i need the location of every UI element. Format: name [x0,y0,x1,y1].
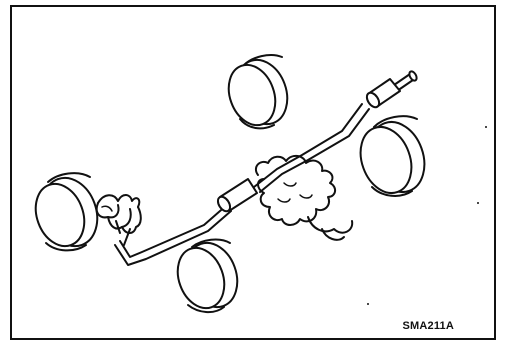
tailpipe-icon [393,70,418,92]
exhaust-manifold-icon [95,194,142,246]
wheel-icon [34,172,99,252]
smoke-icon [254,155,354,241]
wheel-icon [359,115,426,197]
muffler-icon [365,78,401,109]
muffler-icon [216,178,258,213]
wheel-icon [176,238,239,313]
diagram-frame: SMA211A [10,5,496,340]
exhaust-pipe-icon [114,103,370,266]
scan-speck [367,126,487,305]
exhaust-system-illustration [34,54,487,313]
wheel-icon [227,54,289,130]
figure-code-label: SMA211A [402,320,454,332]
